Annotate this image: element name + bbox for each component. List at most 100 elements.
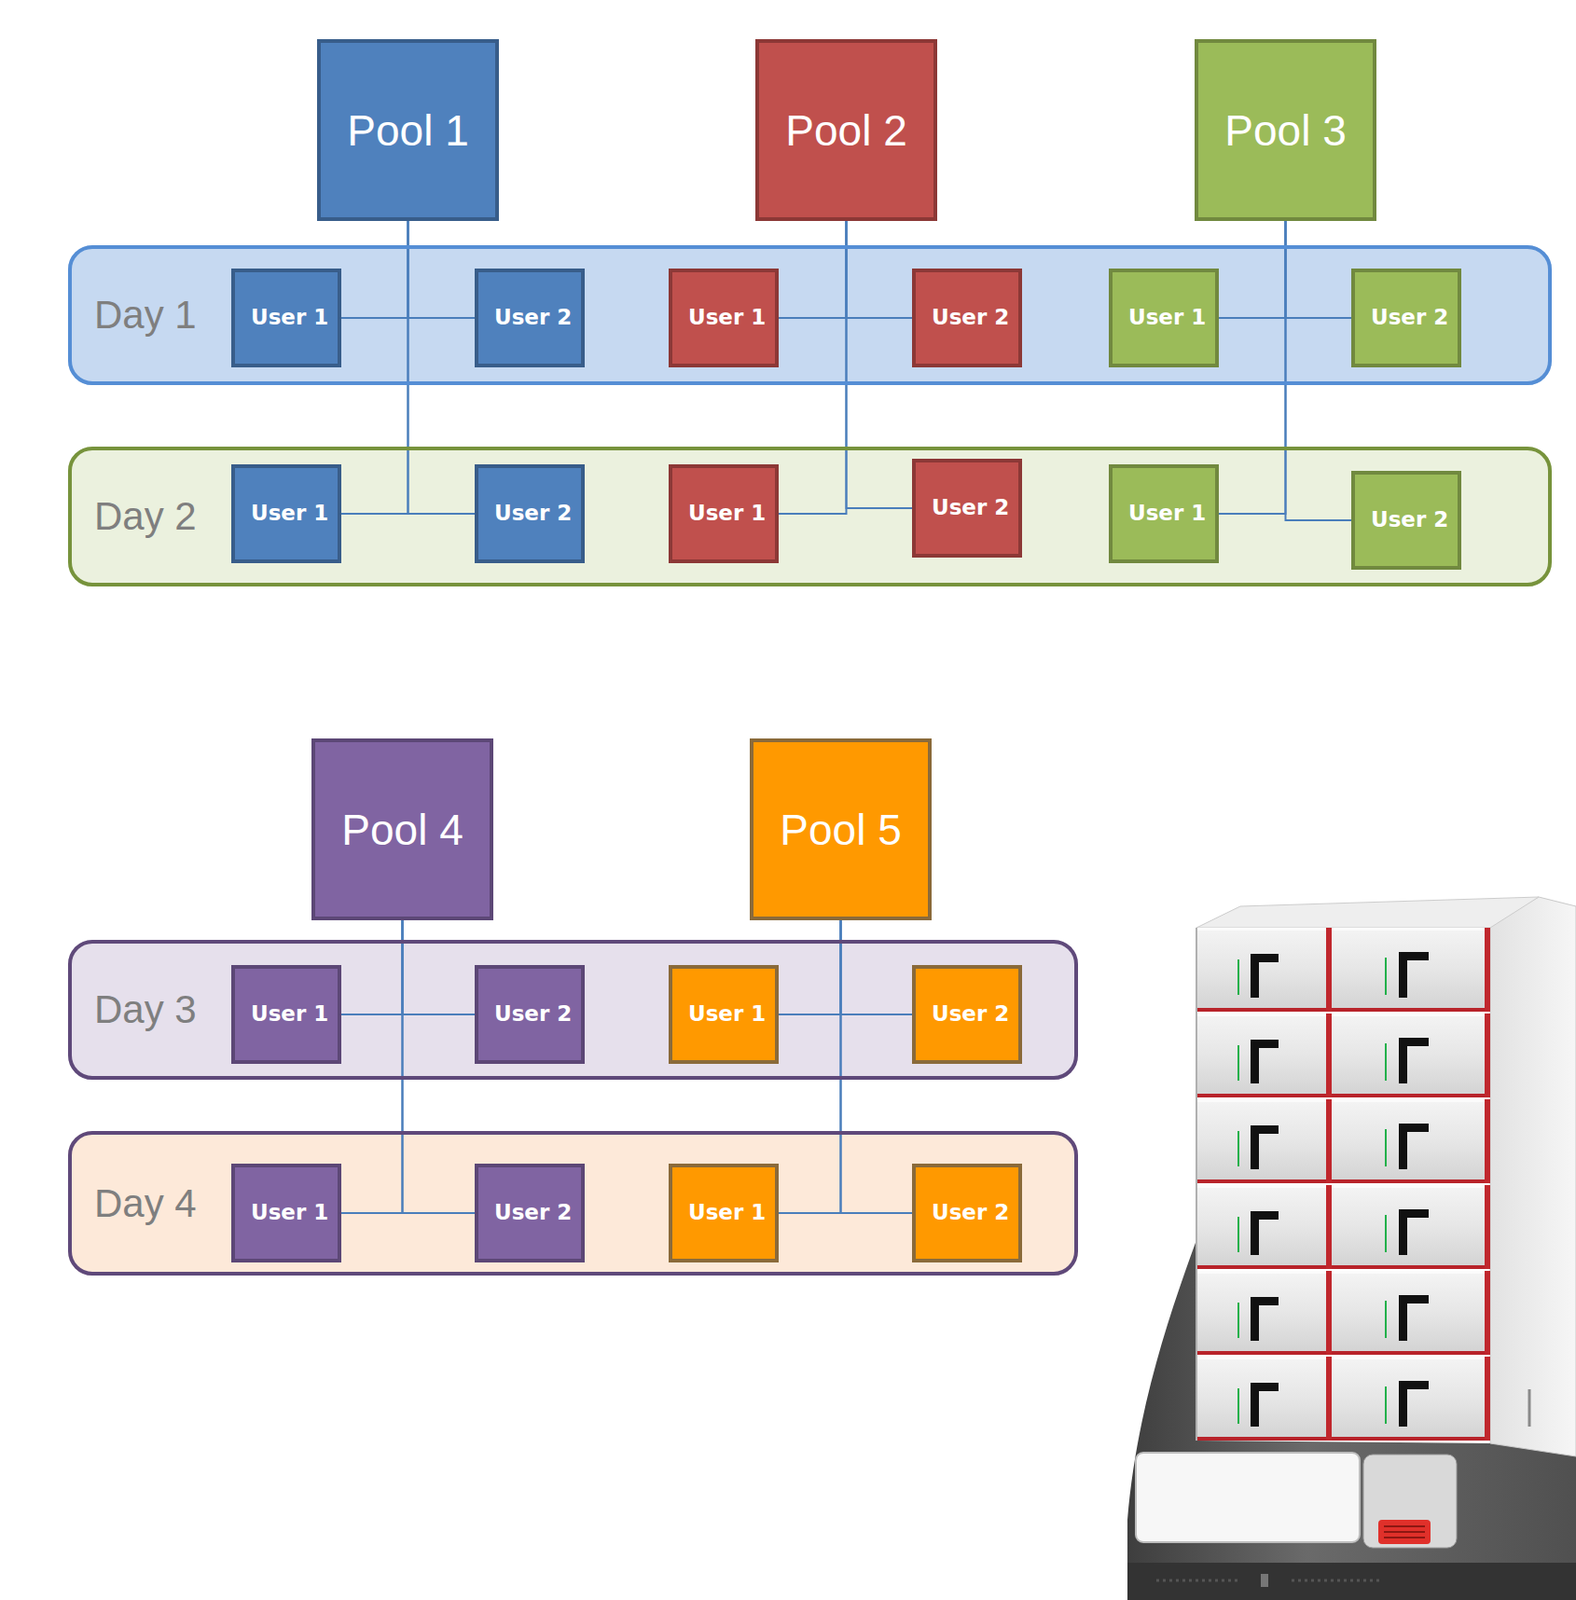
pool-label: Pool 2 (785, 105, 907, 156)
instrument-module (1196, 1271, 1332, 1355)
instrument-edge (1195, 927, 1198, 1441)
user-label: User 1 (688, 302, 760, 333)
user-box: User 2 (912, 458, 1023, 558)
user-label: User 2 (494, 302, 566, 333)
pool-connector (778, 221, 847, 318)
user-label: User 1 (250, 1197, 322, 1229)
instrument-module (1331, 1013, 1491, 1098)
pool-label: Pool 1 (346, 105, 469, 156)
instrument-vent (1291, 1579, 1381, 1583)
day-label: Day 1 (94, 292, 197, 338)
user-box: User 1 (231, 464, 342, 564)
user-label: User 2 (1370, 504, 1442, 536)
instrument-logo-mark (1528, 1389, 1532, 1427)
pool-box: Pool 1 (317, 39, 499, 222)
instrument-module (1196, 1185, 1332, 1270)
instrument-module (1331, 1185, 1491, 1270)
user-label: User 1 (250, 998, 322, 1030)
pool-box: Pool 3 (1194, 39, 1377, 222)
user-label: User 1 (688, 497, 760, 529)
instrument-top (1196, 897, 1539, 928)
day-band: Day 2 User 1 User 2 User 1 User 2 User 1 User … (68, 446, 1552, 587)
user-box: User 1 (668, 965, 779, 1065)
user-label: User 2 (494, 497, 566, 529)
user-label: User 1 (1128, 302, 1200, 333)
pool-connector (1218, 221, 1286, 318)
user-label: User 2 (931, 1197, 1003, 1229)
user-label: User 2 (494, 998, 566, 1030)
pool-connector (408, 221, 476, 514)
user-label: User 1 (1128, 497, 1200, 529)
instrument-grille-slot (1383, 1536, 1425, 1539)
pool-connector (778, 920, 842, 1214)
user-box: User 2 (474, 464, 585, 564)
instrument-module (1331, 927, 1491, 1012)
day-label: Day 3 (94, 987, 197, 1033)
instrument-module (1196, 927, 1332, 1012)
user-label: User 2 (1370, 302, 1442, 333)
user-box: User 2 (474, 965, 585, 1065)
instrument-side (1490, 897, 1576, 1457)
pool-connector (1285, 221, 1353, 318)
user-label: User 1 (688, 998, 760, 1030)
user-box: User 2 (1351, 268, 1462, 368)
instrument-module (1331, 1356, 1491, 1441)
user-label: User 2 (931, 492, 1003, 524)
user-label: User 1 (250, 497, 322, 529)
instrument-module (1196, 1013, 1332, 1098)
pool-box: Pool 2 (755, 39, 938, 222)
pool-connector (1285, 221, 1353, 521)
pool-label: Pool 5 (779, 804, 901, 856)
pool-box: Pool 4 (311, 738, 494, 921)
pool-connector (408, 221, 476, 318)
instrument-module (1196, 1356, 1332, 1441)
instrument-module (1196, 1099, 1332, 1184)
day-label: Day 2 (94, 494, 197, 540)
instrument-module (1331, 1271, 1491, 1355)
instrument-module (1331, 1099, 1491, 1184)
instrument-foot (1127, 1562, 1576, 1600)
pool-connector (1218, 221, 1286, 514)
instrument-port (1260, 1574, 1269, 1588)
instrument-grille-slot (1383, 1531, 1425, 1534)
user-box: User 1 (231, 1163, 342, 1263)
user-box: User 2 (474, 1163, 585, 1263)
pool-connector (402, 920, 476, 1214)
user-box: User 1 (668, 268, 779, 368)
user-box: User 1 (668, 1163, 779, 1263)
user-box: User 1 (1108, 464, 1219, 564)
user-box: User 1 (231, 965, 342, 1065)
user-box: User 2 (912, 965, 1023, 1065)
day-label: Day 4 (94, 1181, 197, 1227)
pool-connector (778, 920, 842, 1015)
instrument-panel (1363, 1454, 1457, 1549)
pool-connector (341, 221, 409, 318)
pool-connector (846, 221, 913, 509)
user-box: User 2 (1351, 470, 1462, 570)
user-label: User 2 (494, 1197, 566, 1229)
instrument-vent (1156, 1579, 1241, 1583)
user-label: User 1 (688, 1197, 760, 1229)
instrument-grille-slot (1383, 1525, 1425, 1528)
user-box: User 2 (474, 268, 585, 368)
pool-connector (341, 920, 403, 1214)
user-box: User 2 (912, 1163, 1023, 1263)
pool-connector (841, 920, 913, 1214)
day-band: Day 4 User 1 User 2 User 1 User 2 (68, 1131, 1079, 1276)
pool-connector (402, 920, 476, 1015)
pool-box: Pool 5 (749, 738, 932, 921)
pool-connector (846, 221, 913, 318)
user-box: User 1 (1108, 268, 1219, 368)
pool-connector (841, 920, 913, 1015)
pool-label: Pool 3 (1224, 105, 1346, 156)
user-label: User 1 (250, 302, 322, 333)
instrument-grille (1378, 1520, 1431, 1545)
user-label: User 2 (931, 998, 1003, 1030)
pool-connector (341, 920, 403, 1015)
pool-label: Pool 4 (341, 804, 463, 856)
pool-connector (778, 221, 847, 514)
pool-connector (341, 221, 409, 514)
day-band: Day 1 User 1 User 2 User 1 User 2 User 1 User … (68, 245, 1552, 386)
day-band: Day 3 User 1 User 2 User 1 User 2 (68, 940, 1079, 1080)
user-label: User 2 (931, 302, 1003, 333)
